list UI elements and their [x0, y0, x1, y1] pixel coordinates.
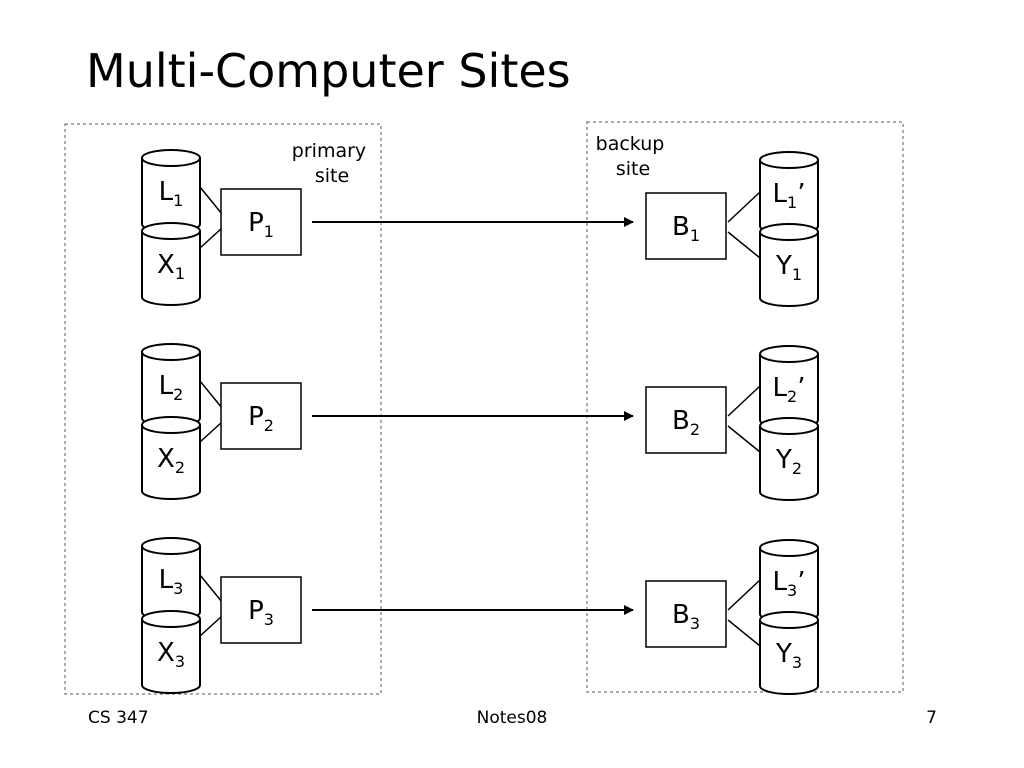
processor-box: [220, 188, 302, 256]
cylinder-top: [759, 151, 819, 169]
backup-data-2-cylinder-label: Y2: [775, 445, 802, 478]
backup-data-2-cylinder: Y2: [759, 417, 819, 501]
primary-log-3-connector: [199, 574, 223, 603]
processor-box: [220, 382, 302, 450]
primary-data-3-connector: [199, 615, 223, 637]
primary-log-1-cylinder: L1: [141, 149, 201, 233]
footer-notes: Notes08: [476, 708, 548, 728]
cylinder-body: [141, 231, 201, 306]
backup-processor-3: B3: [645, 580, 727, 648]
processor-box: [220, 576, 302, 644]
backup-log-3-cylinder-label: L3’: [773, 567, 806, 600]
backup-data-3-connector: [727, 619, 761, 647]
primary-processor-3: P3: [220, 576, 302, 644]
primary-log-3-cylinder-label: L3: [159, 565, 184, 598]
backup-data-3-cylinder: Y3: [759, 611, 819, 695]
primary-processor-1: P1: [220, 188, 302, 256]
cylinder-body: [759, 232, 819, 307]
primary-data-1-connector: [199, 227, 223, 249]
backup-data-1-cylinder: Y1: [759, 223, 819, 307]
cylinder-top: [759, 611, 819, 629]
cylinder-top: [759, 539, 819, 557]
cylinder-top: [141, 222, 201, 240]
cylinder-top: [141, 343, 201, 361]
primary-processor-3-label: P3: [248, 596, 274, 629]
backup-log-1-connector: [727, 191, 761, 223]
cylinder-top: [141, 537, 201, 555]
primary-site-boundary: [64, 123, 382, 695]
backup-processor-1: B1: [645, 192, 727, 260]
cylinder-top: [759, 345, 819, 363]
primary-processor-2: P2: [220, 382, 302, 450]
backup-log-2-connector: [727, 385, 761, 417]
backup-log-3-cylinder: L3’: [759, 539, 819, 623]
backup-processor-2-label: B2: [672, 406, 700, 439]
backup-site-label: backup site: [596, 133, 671, 180]
primary-log-3-cylinder: L3: [141, 537, 201, 621]
primary-data-1-cylinder: X1: [141, 222, 201, 306]
primary-processor-2-label: P2: [248, 402, 274, 435]
cylinder-body: [759, 620, 819, 695]
cylinder-body: [141, 425, 201, 500]
primary-site-label: primary site: [292, 140, 372, 187]
backup-data-1-connector: [727, 231, 761, 259]
primary-log-2-cylinder-label: L2: [159, 371, 184, 404]
backup-site-boundary: [586, 121, 904, 693]
primary-data-3-cylinder-label: X3: [157, 638, 185, 671]
primary-log-2-cylinder: L2: [141, 343, 201, 427]
backup-log-2-cylinder: L2’: [759, 345, 819, 429]
backup-data-3-cylinder-label: Y3: [775, 639, 802, 672]
primary-log-1-connector: [199, 186, 223, 215]
primary-data-2-cylinder: X2: [141, 416, 201, 500]
backup-processor-2: B2: [645, 386, 727, 454]
cylinder-top: [759, 223, 819, 241]
primary-data-1-cylinder-label: X1: [157, 250, 185, 283]
cylinder-top: [141, 149, 201, 167]
processor-box: [645, 192, 727, 260]
processor-box: [645, 386, 727, 454]
cylinder-top: [759, 417, 819, 435]
backup-log-3-connector: [727, 579, 761, 611]
processor-box: [645, 580, 727, 648]
footer-course: CS 347: [88, 708, 149, 728]
primary-processor-1-label: P1: [248, 208, 274, 241]
backup-log-2-cylinder-label: L2’: [773, 373, 806, 406]
backup-log-1-cylinder-label: L1’: [773, 179, 806, 212]
cylinder-body: [141, 619, 201, 694]
slide-title: Multi-Computer Sites: [86, 44, 571, 98]
backup-processor-1-label: B1: [672, 212, 700, 245]
backup-log-1-cylinder: L1’: [759, 151, 819, 235]
cylinder-top: [141, 610, 201, 628]
primary-log-2-connector: [199, 380, 223, 409]
primary-data-2-cylinder-label: X2: [157, 444, 185, 477]
primary-data-3-cylinder: X3: [141, 610, 201, 694]
cylinder-body: [759, 426, 819, 501]
cylinder-top: [141, 416, 201, 434]
primary-log-1-cylinder-label: L1: [159, 177, 184, 210]
backup-processor-3-label: B3: [672, 600, 700, 633]
backup-data-2-connector: [727, 425, 761, 453]
primary-data-2-connector: [199, 421, 223, 443]
backup-data-1-cylinder-label: Y1: [775, 251, 802, 284]
footer-page-number: 7: [926, 708, 937, 728]
